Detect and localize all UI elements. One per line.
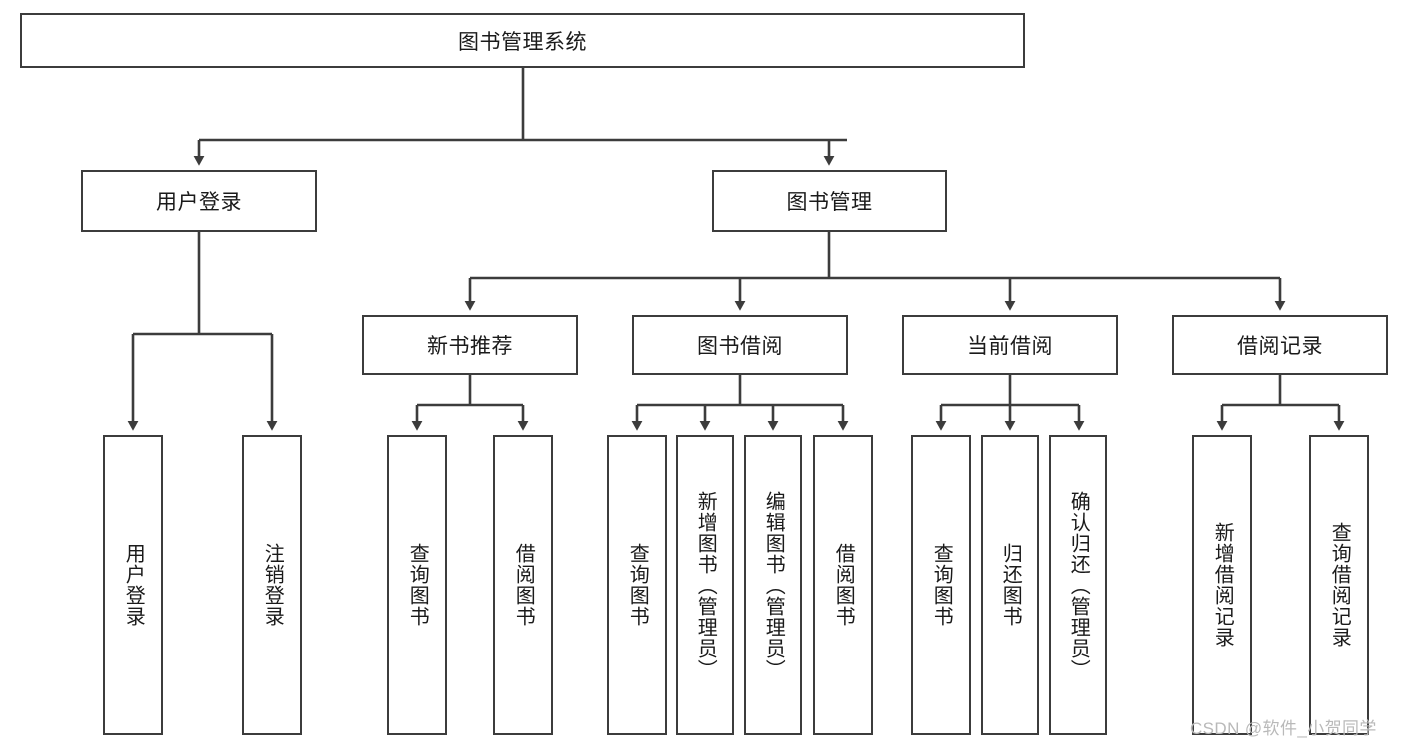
node-leaf-query-record-label: 查询借阅记录 — [1328, 522, 1351, 648]
node-leaf-query-book-1[interactable]: 查询图书 — [387, 435, 447, 735]
node-leaf-return-book-label: 归还图书 — [999, 543, 1022, 627]
node-book-borrow[interactable]: 图书借阅 — [632, 315, 848, 375]
node-leaf-query-book-3[interactable]: 查询图书 — [911, 435, 971, 735]
node-user-login[interactable]: 用户登录 — [81, 170, 317, 232]
node-leaf-query-book-3-label: 查询图书 — [930, 543, 953, 627]
node-current-borrow[interactable]: 当前借阅 — [902, 315, 1118, 375]
node-user-login-label: 用户登录 — [156, 191, 242, 214]
node-leaf-logout[interactable]: 注销登录 — [242, 435, 302, 735]
node-borrow-record-label: 借阅记录 — [1237, 335, 1323, 358]
node-leaf-user-login-label: 用户登录 — [122, 543, 145, 627]
node-leaf-add-record[interactable]: 新增借阅记录 — [1192, 435, 1252, 735]
node-leaf-confirm-return[interactable]: 确认归还（管理员） — [1049, 435, 1107, 735]
node-book-borrow-label: 图书借阅 — [697, 335, 783, 358]
node-leaf-query-book-2[interactable]: 查询图书 — [607, 435, 667, 735]
csdn-watermark: CSDN @软件_小贺同学 — [1190, 719, 1377, 738]
node-leaf-return-book[interactable]: 归还图书 — [981, 435, 1039, 735]
node-leaf-logout-label: 注销登录 — [261, 543, 284, 627]
node-root[interactable]: 图书管理系统 — [20, 13, 1025, 68]
node-leaf-confirm-return-label: 确认归还（管理员） — [1067, 490, 1090, 680]
node-leaf-add-book-label: 新增图书（管理员） — [694, 490, 717, 680]
node-current-borrow-label: 当前借阅 — [967, 335, 1053, 358]
node-root-label: 图书管理系统 — [458, 30, 587, 54]
node-leaf-user-login[interactable]: 用户登录 — [103, 435, 163, 735]
node-leaf-query-record[interactable]: 查询借阅记录 — [1309, 435, 1369, 735]
node-leaf-borrow-book-2[interactable]: 借阅图书 — [813, 435, 873, 735]
node-new-book-rec-label: 新书推荐 — [427, 335, 513, 358]
node-leaf-add-book[interactable]: 新增图书（管理员） — [676, 435, 734, 735]
node-leaf-borrow-book-1-label: 借阅图书 — [512, 543, 535, 627]
node-leaf-query-book-1-label: 查询图书 — [406, 543, 429, 627]
node-leaf-borrow-book-1[interactable]: 借阅图书 — [493, 435, 553, 735]
node-new-book-rec[interactable]: 新书推荐 — [362, 315, 578, 375]
node-book-manage-label: 图书管理 — [786, 191, 873, 214]
node-leaf-add-record-label: 新增借阅记录 — [1211, 522, 1234, 648]
node-book-manage[interactable]: 图书管理 — [712, 170, 947, 232]
node-leaf-borrow-book-2-label: 借阅图书 — [832, 543, 855, 627]
node-leaf-edit-book[interactable]: 编辑图书（管理员） — [744, 435, 802, 735]
node-borrow-record[interactable]: 借阅记录 — [1172, 315, 1388, 375]
node-leaf-edit-book-label: 编辑图书（管理员） — [762, 490, 785, 680]
node-leaf-query-book-2-label: 查询图书 — [626, 543, 649, 627]
